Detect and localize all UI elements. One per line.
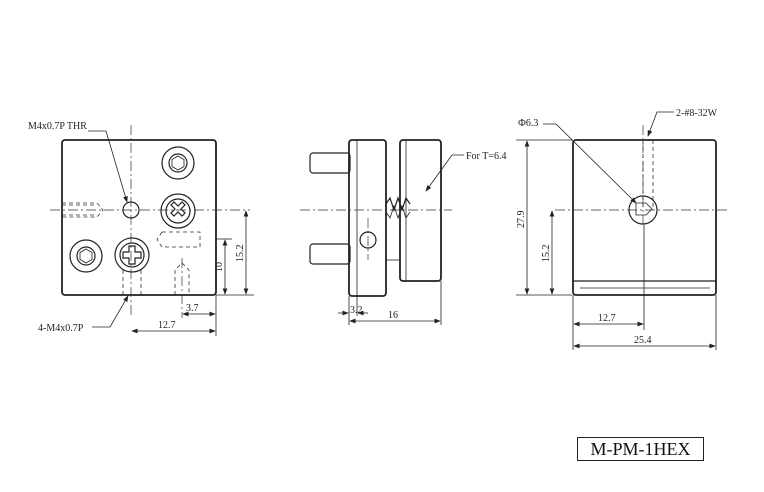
thread-thr-label: M4x0.7P THR: [28, 121, 87, 132]
diameter-label: Ф6.3: [518, 118, 538, 129]
dim-side-16: 16: [388, 310, 398, 321]
dim-front-15-2: 15.2: [235, 245, 246, 263]
for-t-label: For T=6.4: [466, 151, 506, 162]
cross-screw-right: [160, 193, 196, 229]
front-view: M4x0.7P THR 4-M4x0.7P 10 15.2 3.7 12.7: [28, 121, 254, 336]
dim-right-27-9: 27.9: [516, 211, 527, 229]
dim-front-10: 10: [214, 262, 225, 272]
dim-right-25-4: 25.4: [634, 335, 652, 346]
right-body-outline: [572, 139, 717, 296]
side-clamp: [399, 139, 442, 282]
side-plate: [348, 139, 387, 297]
counterbore-screw-left: [69, 239, 103, 273]
part-number: M-PM-1HEX: [590, 438, 691, 459]
front-body-outline: [61, 139, 217, 296]
thread-four-label: 4-M4x0.7P: [38, 323, 84, 334]
pin-top: [309, 152, 351, 174]
right-view: Ф6.3 2-#8-32W 27.9 15.2 12.7 25.4: [516, 108, 728, 350]
part-number-box: M-PM-1HEX: [577, 437, 704, 461]
dim-right-15-2: 15.2: [541, 245, 552, 263]
counterbore-screw-top: [161, 146, 195, 180]
side-view: For T=6.4 3.2 16: [300, 139, 506, 325]
dim-side-3-2: 3.2: [350, 305, 363, 316]
cross-screw-center: [114, 237, 150, 273]
dim-front-3-7: 3.7: [186, 303, 199, 314]
dim-right-12-7: 12.7: [598, 313, 616, 324]
dim-front-12-7: 12.7: [158, 320, 176, 331]
screw-spec-label: 2-#8-32W: [676, 108, 718, 119]
pin-bottom: [309, 243, 351, 265]
